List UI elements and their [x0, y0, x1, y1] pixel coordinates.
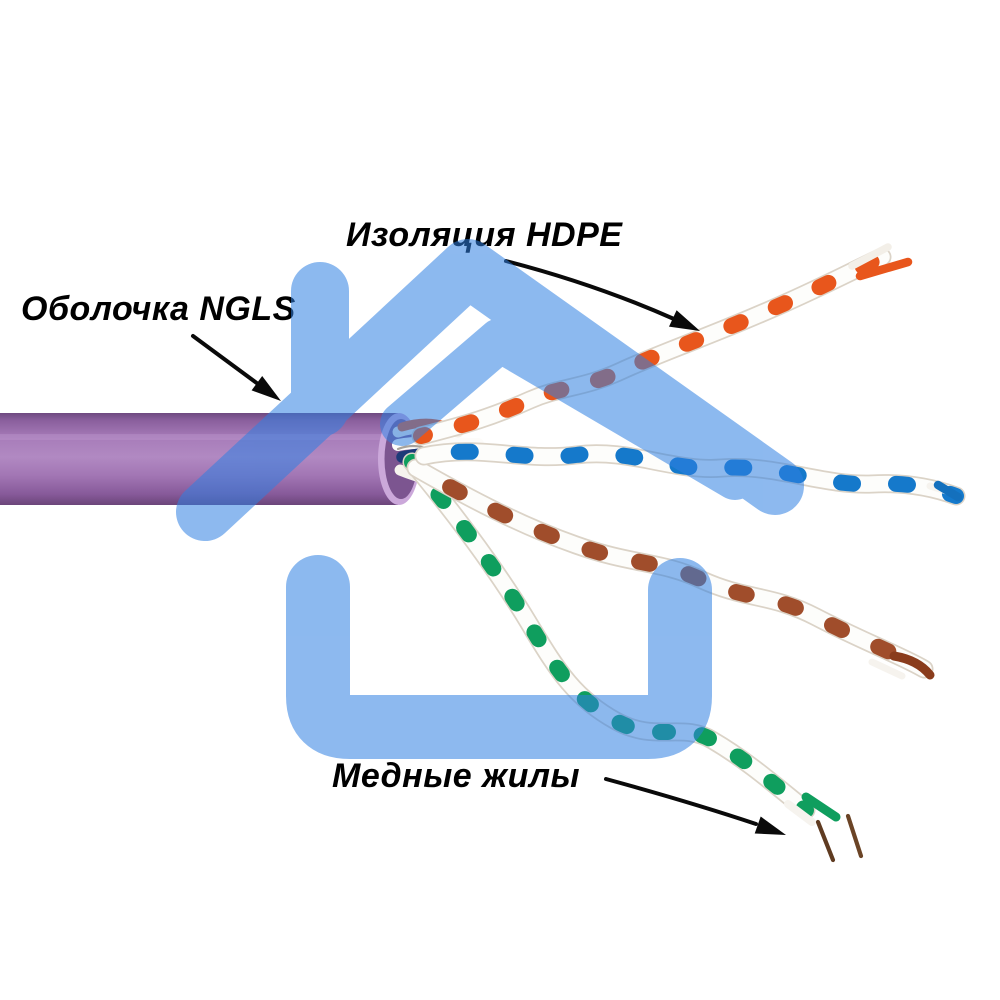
brown-pair-white-tip: [868, 658, 906, 680]
label-insulation: Изоляция HDPE: [346, 216, 623, 254]
arrow-copper-head: [754, 816, 786, 835]
twisted-pair-blue: [414, 442, 966, 506]
arrow-sheath: [191, 334, 281, 401]
green-pair-green-tip: [801, 792, 841, 822]
twisted-pair-orange: [411, 243, 913, 446]
brown-pair-brown-tip: [889, 651, 935, 680]
copper-conductors: [815, 813, 864, 863]
label-sheath: Оболочка NGLS: [21, 290, 296, 328]
arrow-copper: [604, 777, 786, 835]
cable-jacket: [0, 413, 420, 505]
green-pair-white-tip: [784, 800, 816, 826]
label-copper: Медные жилы: [332, 757, 581, 795]
orange-pair-white-tip: [848, 243, 892, 270]
orange-pair-orange-tip: [855, 257, 913, 281]
arrow-insulation: [504, 259, 700, 331]
arrow-sheath-head: [251, 376, 281, 401]
blue-pair-blue-tip: [933, 480, 963, 502]
arrow-insulation-head: [669, 310, 700, 331]
